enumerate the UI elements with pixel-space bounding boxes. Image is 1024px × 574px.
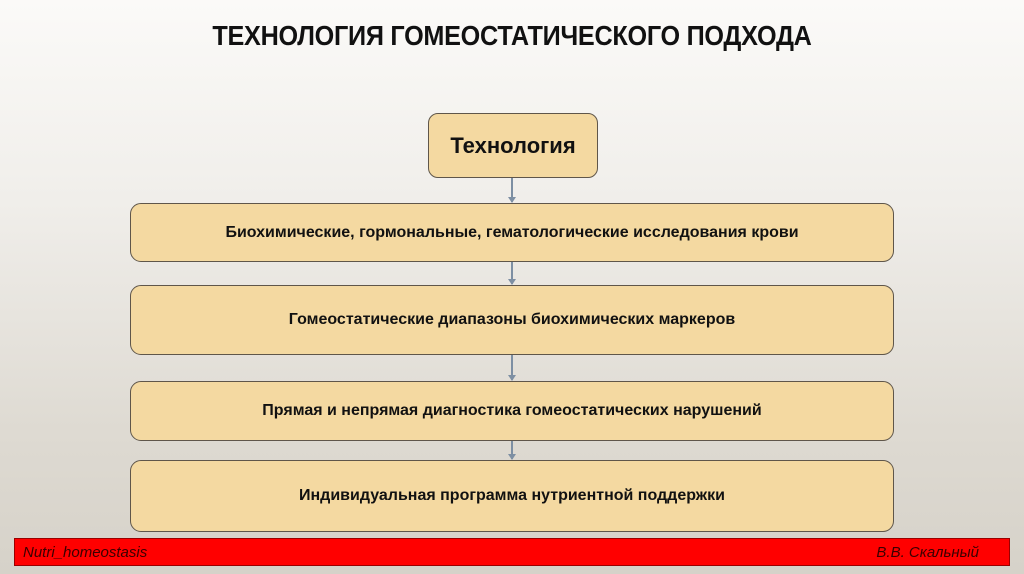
root-node-label: Технология bbox=[450, 132, 576, 158]
step-node-1: Биохимические, гормональные, гематологич… bbox=[130, 203, 894, 262]
arrow-down-icon bbox=[508, 262, 516, 285]
footer-bar: Nutri_homeostasis В.В. Скальный bbox=[14, 538, 1010, 566]
slide-title: ТЕХНОЛОГИЯ ГОМЕОСТАТИЧЕСКОГО ПОДХОДА bbox=[212, 20, 812, 51]
footer-left-text: Nutri_homeostasis bbox=[23, 543, 148, 561]
arrow-down-icon bbox=[508, 178, 516, 203]
step-node-4: Индивидуальная программа нутриентной под… bbox=[130, 460, 894, 532]
arrow-down-icon bbox=[508, 441, 516, 460]
step-node-3: Прямая и непрямая диагностика гомеостати… bbox=[130, 381, 894, 441]
root-node-technology: Технология bbox=[428, 113, 598, 178]
step-node-label: Гомеостатические диапазоны биохимических… bbox=[288, 311, 736, 328]
footer-author: В.В. Скальный bbox=[876, 543, 979, 561]
step-node-label: Индивидуальная программа нутриентной под… bbox=[299, 487, 725, 504]
step-node-label: Прямая и непрямая диагностика гомеостати… bbox=[262, 402, 762, 419]
step-node-label: Биохимические, гормональные, гематологич… bbox=[225, 223, 799, 241]
arrow-down-icon bbox=[508, 355, 516, 381]
step-node-2: Гомеостатические диапазоны биохимических… bbox=[130, 285, 894, 355]
